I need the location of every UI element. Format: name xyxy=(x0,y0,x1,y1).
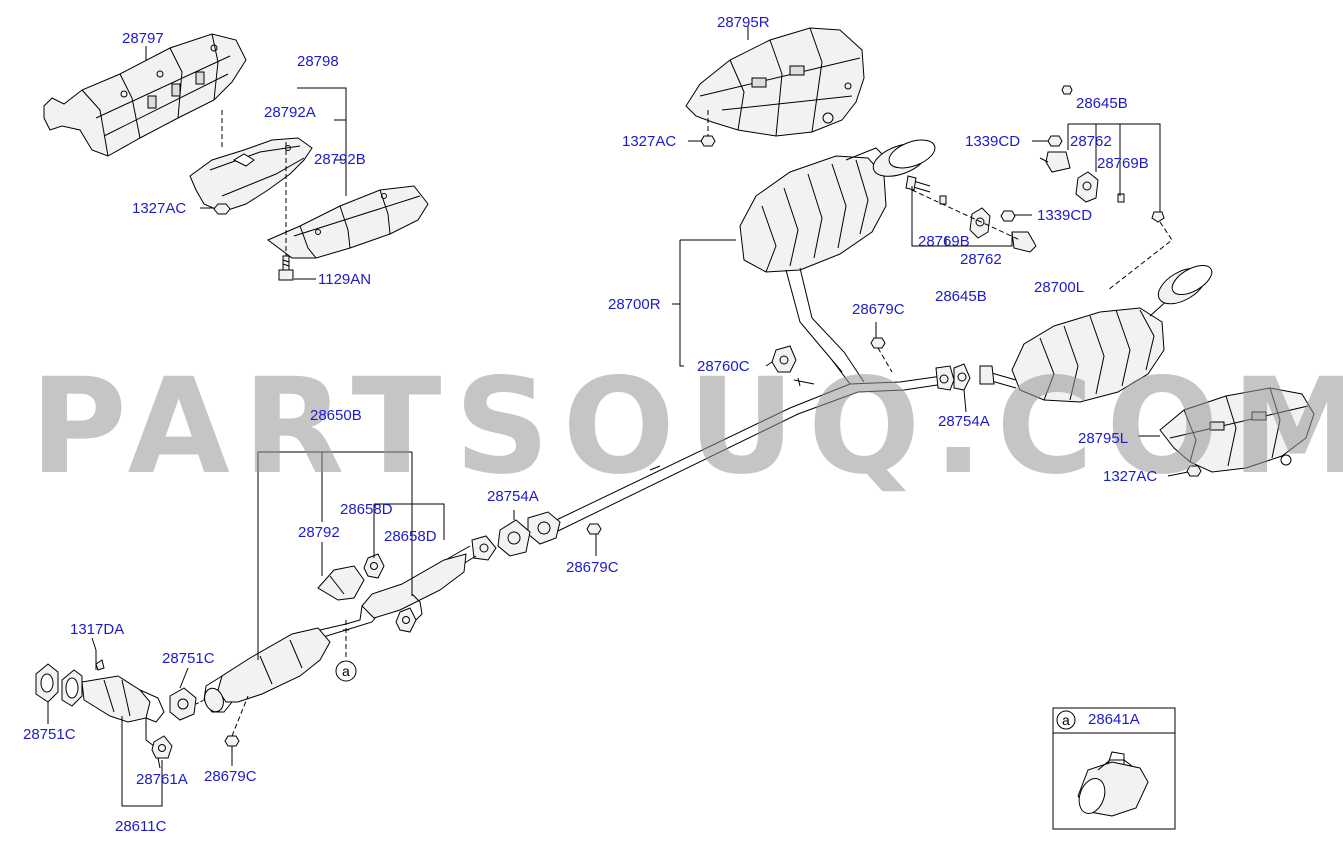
label-part-28769B-lower[interactable]: 28769B xyxy=(918,233,970,250)
label-part-28679C-left[interactable]: 28679C xyxy=(204,768,257,785)
bolt-28769B-upper xyxy=(1117,193,1125,203)
label-part-28761A[interactable]: 28761A xyxy=(136,771,188,788)
label-part-1317DA[interactable]: 1317DA xyxy=(70,621,125,638)
gasket-28751C-mid xyxy=(169,687,197,721)
gasket-28754A-right xyxy=(953,363,971,391)
label-part-28792B[interactable]: 28792B xyxy=(314,151,366,168)
label-part-28679C-center[interactable]: 28679C xyxy=(852,301,905,318)
label-part-1339CD-lower[interactable]: 1339CD xyxy=(1037,207,1093,224)
flange-center-right xyxy=(935,365,955,391)
bolt-28769B-lower xyxy=(939,195,947,205)
bolt-1129AN xyxy=(278,255,294,281)
heat-shield-28795R xyxy=(685,27,865,137)
label-part-28762-lower[interactable]: 28762 xyxy=(960,251,1002,268)
inset-marker-a: a xyxy=(1062,712,1070,728)
label-part-1327AC-top[interactable]: 1327AC xyxy=(622,133,677,150)
label-part-28762-upper[interactable]: 28762 xyxy=(1070,133,1112,150)
label-part-28650B[interactable]: 28650B xyxy=(310,407,362,424)
label-part-28795L[interactable]: 28795L xyxy=(1078,430,1129,447)
nut-28679C-center xyxy=(870,337,886,349)
label-part-1327AC-right[interactable]: 1327AC xyxy=(1103,468,1158,485)
label-part-28792[interactable]: 28792 xyxy=(298,524,340,541)
label-part-28679C-mid[interactable]: 28679C xyxy=(566,559,619,576)
label-part-1339CD-upper[interactable]: 1339CD xyxy=(965,133,1021,150)
heat-shield-28797 xyxy=(43,33,247,157)
bolt-1339CD-side xyxy=(1151,211,1165,223)
hanger-rubber-upper xyxy=(1075,171,1099,203)
label-part-28658D-upper[interactable]: 28658D xyxy=(340,501,393,518)
nut-28679C-mid xyxy=(586,523,602,535)
nut-1327AC-left xyxy=(213,203,231,215)
center-pipe xyxy=(547,359,945,533)
gasket-28754A-left xyxy=(497,519,531,557)
catalytic-converter-28611C xyxy=(61,659,165,747)
heat-shield-28792B xyxy=(267,185,429,259)
nut-1327AC-right xyxy=(1186,465,1202,477)
hanger-rubber-center xyxy=(969,207,991,239)
bracket-28762-upper xyxy=(1045,151,1071,173)
front-pipe-assembly xyxy=(203,535,497,713)
label-part-28754A-left[interactable]: 28754A xyxy=(487,488,539,505)
hanger-28658D-upper xyxy=(363,553,385,579)
callout-a-circle xyxy=(335,660,357,682)
label-part-28760C[interactable]: 28760C xyxy=(697,358,750,375)
nut-1327AC-top xyxy=(700,135,716,147)
label-part-28798[interactable]: 28798 xyxy=(297,53,339,70)
label-part-28658D-lower[interactable]: 28658D xyxy=(384,528,437,545)
muffler-28700R xyxy=(739,139,936,273)
label-part-28611C[interactable]: 28611C xyxy=(115,818,167,835)
label-part-28751C-left[interactable]: 28751C xyxy=(23,726,76,743)
bolt-hanger-rod xyxy=(905,175,931,193)
label-part-28754A-right[interactable]: 28754A xyxy=(938,413,990,430)
gasket-28751C-left xyxy=(35,663,59,703)
hanger-28658D-lower xyxy=(395,607,417,633)
heat-shield-28792A xyxy=(189,137,313,213)
flange-center-left xyxy=(527,511,561,545)
label-part-28795R[interactable]: 28795R xyxy=(717,14,770,31)
label-part-28700R[interactable]: 28700R xyxy=(608,296,661,313)
inset-box xyxy=(1052,707,1176,830)
label-part-28700L[interactable]: 28700L xyxy=(1034,279,1085,296)
muffler-28700L xyxy=(1011,264,1213,403)
inset-part-28641A[interactable]: 28641A xyxy=(1088,711,1140,728)
label-part-28769B-upper[interactable]: 28769B xyxy=(1097,155,1149,172)
bracket-28762-lower xyxy=(1011,231,1037,253)
label-part-28645B-lower[interactable]: 28645B xyxy=(935,288,987,305)
label-part-28645B-upper[interactable]: 28645B xyxy=(1076,95,1128,112)
nut-top-right xyxy=(1061,85,1073,95)
nut-1339CD-lower xyxy=(1000,210,1016,222)
hanger-28761A xyxy=(151,735,173,759)
nut-28679C-left xyxy=(224,735,240,747)
label-part-28792A[interactable]: 28792A xyxy=(264,104,316,121)
label-part-1327AC-left[interactable]: 1327AC xyxy=(132,200,187,217)
callout-marker-a: a xyxy=(342,663,350,679)
label-part-28751C-mid[interactable]: 28751C xyxy=(162,650,215,667)
shield-28792 xyxy=(317,565,365,601)
heat-shield-28795L xyxy=(1159,387,1315,473)
label-part-28797[interactable]: 28797 xyxy=(122,30,164,47)
nut-1339CD-upper xyxy=(1047,135,1063,147)
watermark: PARTSOUQ.COM xyxy=(30,350,1343,504)
label-part-1129AN[interactable]: 1129AN xyxy=(318,271,372,288)
